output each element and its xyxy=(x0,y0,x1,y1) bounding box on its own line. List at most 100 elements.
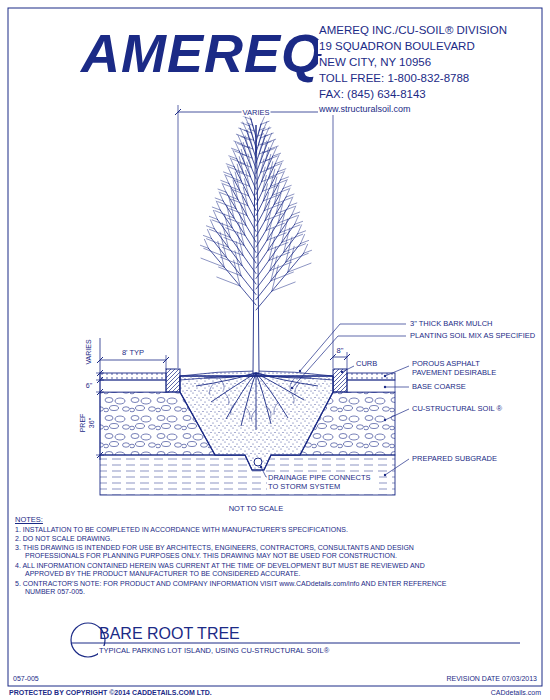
address-text: www.structuralsoil.com xyxy=(318,104,412,115)
tree-branch xyxy=(226,175,241,181)
note-text: 4. ALL INFORMATION CONTAINED HEREIN WAS … xyxy=(14,562,464,579)
tree-branch xyxy=(233,190,248,196)
tree-branch xyxy=(226,192,256,242)
tree-branch xyxy=(256,234,298,289)
tree-branch xyxy=(201,258,224,267)
tree-branch xyxy=(209,216,217,219)
tree-branch xyxy=(218,202,236,209)
dimension-tick xyxy=(97,370,103,376)
tree-branch xyxy=(258,142,265,145)
leader-line xyxy=(342,366,354,372)
tree-branch xyxy=(229,167,243,173)
tree-branch xyxy=(207,239,229,247)
tree-branch xyxy=(267,164,280,169)
tree-branch xyxy=(286,194,294,197)
tree-branch xyxy=(271,180,286,186)
tree-branch xyxy=(256,136,265,163)
tree-branch xyxy=(261,130,263,138)
dimension-tick xyxy=(97,357,103,363)
callout-label: VARIES xyxy=(85,338,93,365)
tree-branch xyxy=(260,159,271,163)
tree-branch xyxy=(275,161,283,164)
tree-branch xyxy=(243,142,246,155)
tree-branch xyxy=(249,125,251,133)
tree-branch xyxy=(247,123,253,125)
tree-branch xyxy=(234,167,256,211)
tree-branch xyxy=(256,224,295,278)
tree-branch xyxy=(273,153,281,156)
tree-branch xyxy=(283,185,291,188)
tree-branch xyxy=(248,154,251,167)
tree-branch xyxy=(272,189,288,195)
tree-branch xyxy=(261,159,264,172)
tree-branch xyxy=(256,243,301,299)
dimension-tick xyxy=(175,109,181,115)
tree-branch xyxy=(208,248,256,305)
tree-branch xyxy=(251,119,256,137)
extension-line xyxy=(347,352,348,369)
curb xyxy=(166,369,180,392)
sheet-border xyxy=(8,8,542,686)
tree-branch xyxy=(256,131,263,153)
tree-branch xyxy=(236,241,242,265)
tree-branch xyxy=(284,244,306,252)
tree-branch xyxy=(261,121,269,124)
callout-label: POROUS ASPHALT PAVEMENT DESIRABLE xyxy=(411,359,516,377)
dimension-line xyxy=(333,357,347,358)
tree-branch xyxy=(252,132,254,140)
base-coarse xyxy=(100,380,166,392)
tree-branch xyxy=(261,135,268,138)
tree-branch xyxy=(244,146,253,149)
tree-root xyxy=(231,403,236,415)
sheet-label: REVISION DATE 07/03/2013 xyxy=(445,675,538,683)
tree-branch xyxy=(288,263,311,272)
tree-branch xyxy=(259,151,268,154)
leader-dot xyxy=(384,375,386,377)
logo-text: AMEREQ xyxy=(80,26,325,80)
dimension-line xyxy=(100,338,101,460)
leader-line xyxy=(385,409,409,420)
extension-line xyxy=(178,105,179,368)
tree-branch xyxy=(278,169,286,172)
tree-branch xyxy=(256,215,292,268)
tree-branch xyxy=(271,272,294,281)
tree-branch xyxy=(262,177,275,182)
tree-root xyxy=(204,373,256,378)
tree-root xyxy=(252,410,257,422)
tree-root xyxy=(210,383,215,395)
tree-branch xyxy=(258,137,260,145)
leader-dot xyxy=(384,386,386,388)
tree-branch xyxy=(261,168,273,173)
tree-branch xyxy=(259,128,265,130)
leader-line xyxy=(385,366,409,376)
tree-branch xyxy=(247,137,254,140)
porous-asphalt xyxy=(100,373,166,380)
tree-branch xyxy=(264,204,280,210)
extension-line xyxy=(166,355,167,369)
tree-branch xyxy=(212,220,232,228)
dimension-tick xyxy=(97,389,103,395)
tree-branch xyxy=(282,234,303,242)
tree-branch xyxy=(230,209,247,216)
tree-branch xyxy=(237,159,256,200)
drainage-pipe xyxy=(254,458,262,466)
callout-label: 6" xyxy=(85,382,93,390)
tree-branch xyxy=(228,218,246,225)
tree-root xyxy=(246,407,251,419)
tree-branch xyxy=(226,228,245,235)
tree-branch xyxy=(258,134,264,136)
tree-branch xyxy=(276,207,294,214)
tree-branch xyxy=(270,246,276,270)
callout-label: PREF xyxy=(79,413,87,434)
porous-asphalt xyxy=(347,373,395,380)
tree-branch xyxy=(243,116,251,119)
tree-branch xyxy=(206,226,214,229)
tree-branch xyxy=(249,126,256,148)
tree-branch xyxy=(253,125,255,131)
tree-branch xyxy=(265,214,282,221)
callout-label: CU-STRUCTURAL SOIL ® xyxy=(411,404,503,413)
tree xyxy=(196,110,318,430)
tree-root xyxy=(226,373,256,419)
planting-pit xyxy=(180,376,333,470)
